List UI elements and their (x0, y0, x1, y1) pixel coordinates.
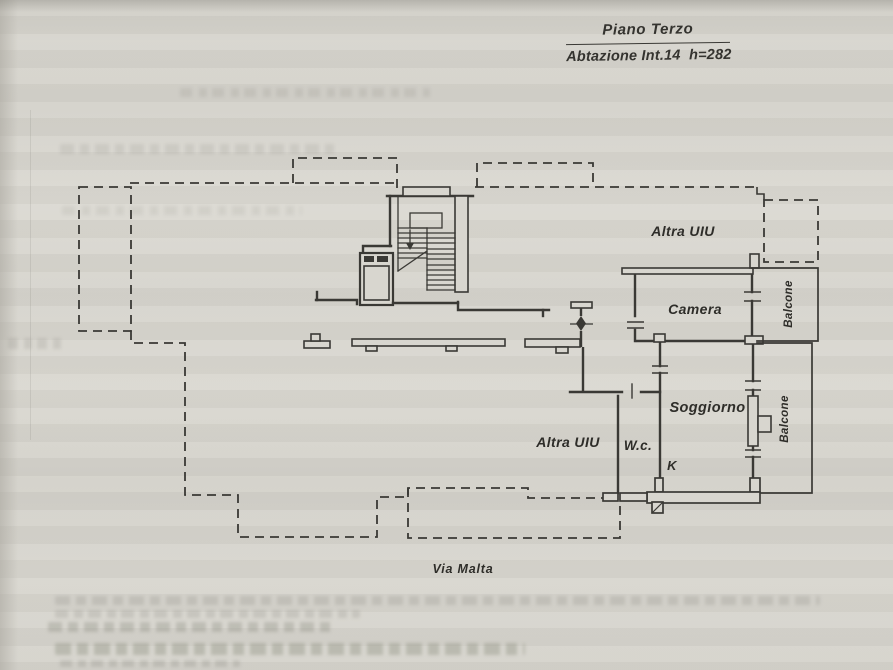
french-door (747, 395, 772, 447)
elevator-door-right (377, 256, 388, 262)
boundary-jog (756, 187, 765, 200)
apartment-walls (568, 271, 755, 495)
room-label-camera: Camera (668, 301, 722, 317)
stair-landing (409, 212, 443, 229)
room-label-soggiorno: Soggiorno (669, 400, 746, 416)
elevator-door-left (364, 256, 374, 262)
paper-fold-line (30, 110, 31, 440)
elevator (358, 251, 395, 307)
stairwell-window (402, 186, 451, 197)
room-label-altra-uiu-top: Altra UIU (651, 223, 715, 239)
landing-corridor-walls (314, 290, 551, 318)
apartment-entrance (570, 301, 593, 392)
street-label-via-malta: Via Malta (432, 562, 494, 576)
room-label-wc: W.c. (623, 438, 653, 453)
room-label-balcone-top: Balcone (783, 280, 796, 328)
window-ticks (627, 291, 761, 458)
camera-walls-detail (621, 253, 764, 345)
room-label-balcone-bottom: Balcone (779, 395, 792, 443)
dashed-unit-boundaries (78, 157, 819, 539)
room-label-kitchen: K (667, 458, 677, 473)
balconies (751, 267, 819, 494)
stairwell (361, 186, 475, 293)
corridor-wall-band (303, 333, 581, 354)
room-label-altra-uiu-left: Altra UIU (536, 434, 600, 450)
entrance-door-diamond (576, 316, 586, 331)
elevator-cab (363, 265, 390, 301)
bottom-outer-walls (602, 477, 761, 514)
stair-treads-right (426, 232, 456, 291)
stair-arrow-head (406, 243, 414, 250)
